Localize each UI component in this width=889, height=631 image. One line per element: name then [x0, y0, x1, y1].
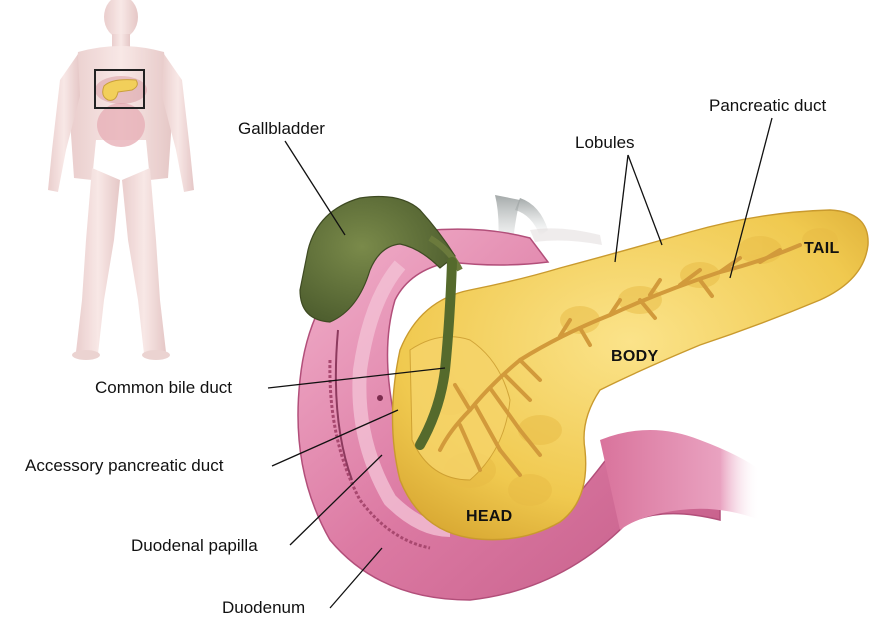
- label-accessory-pancreatic-duct: Accessory pancreatic duct: [25, 456, 224, 475]
- label-duodenal-papilla: Duodenal papilla: [131, 536, 258, 555]
- region-head: HEAD: [466, 508, 513, 525]
- inset-highlight-box: [94, 69, 145, 109]
- label-gallbladder: Gallbladder: [238, 119, 325, 138]
- label-duodenum: Duodenum: [222, 598, 306, 617]
- region-body: BODY: [611, 348, 659, 365]
- pancreas-organ: [377, 209, 869, 541]
- region-tail: TAIL: [804, 240, 840, 257]
- label-lobules: Lobules: [575, 133, 635, 152]
- leader-duodenal-papilla: [289, 454, 383, 546]
- leader-accessory-duct: [271, 409, 399, 467]
- leader-duodenum: [329, 547, 383, 609]
- leader-lobules-1: [614, 154, 629, 263]
- inset-pancreas-mini: [102, 79, 138, 101]
- leader-pancreatic-duct: [729, 117, 773, 279]
- human-body-figure: [48, 0, 194, 360]
- leader-lobules-2: [627, 154, 663, 246]
- leader-lines: [267, 117, 773, 609]
- duodenum: [297, 228, 760, 601]
- leader-gallbladder: [284, 140, 346, 236]
- label-common-bile-duct: Common bile duct: [95, 378, 233, 397]
- label-pancreatic-duct: Pancreatic duct: [709, 96, 827, 115]
- gallbladder-organ: [299, 195, 463, 323]
- leader-common-bile-duct: [267, 367, 446, 389]
